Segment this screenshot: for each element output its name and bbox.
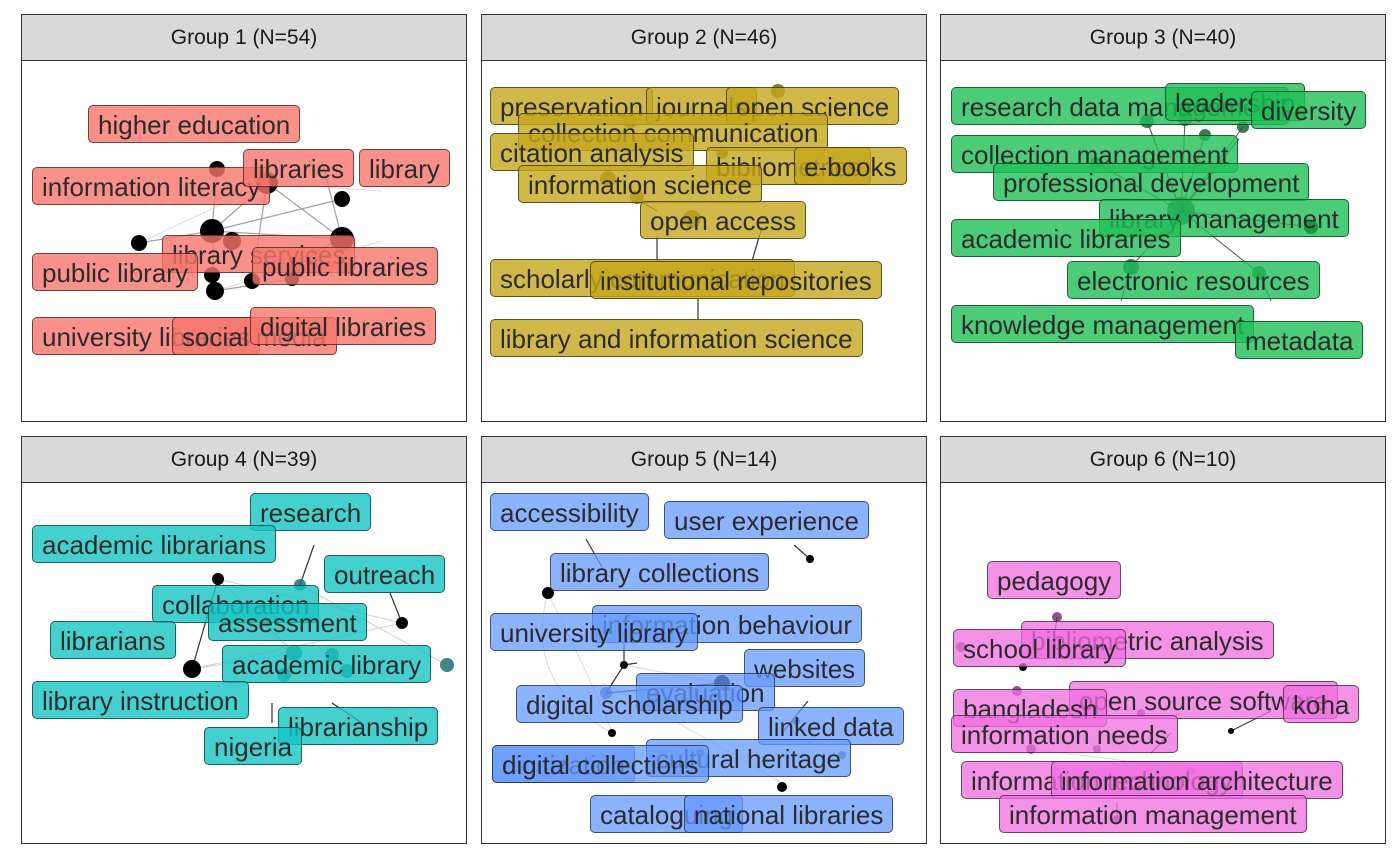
network-plot: research data management leadership dive… <box>941 61 1385 421</box>
panel-title: Group 2 (N=46) <box>482 15 926 61</box>
group-panel-3: Group 3 (N=40) <box>940 14 1386 422</box>
node-label: information management <box>999 795 1307 833</box>
node-label: pedagogy <box>987 561 1122 599</box>
network-plot: accessibility user experience library co… <box>482 483 926 843</box>
node-label: library <box>359 149 450 187</box>
node-label: diversity <box>1251 91 1367 129</box>
node-label: library and information science <box>490 319 863 357</box>
node-label: information literacy <box>32 167 271 205</box>
network-plot: research academic librarians outreach co… <box>22 483 466 843</box>
panel-title: Group 4 (N=39) <box>22 437 466 483</box>
node-label: information needs <box>951 715 1178 753</box>
panel-title: Group 6 (N=10) <box>941 437 1385 483</box>
node-label: information architecture <box>1051 761 1343 799</box>
group-panel-5: Group 5 (N=14) <box>481 436 927 844</box>
network-plot: pedagogy bibliometric analysis school li… <box>941 483 1385 843</box>
node-label: information science <box>518 165 762 203</box>
group-panel-1: Group 1 (N=54) <box>21 14 467 422</box>
node-label: e-books <box>794 147 907 185</box>
node-label: digital scholarship <box>516 685 743 723</box>
node-label: public library <box>32 253 198 291</box>
panel-title: Group 1 (N=54) <box>22 15 466 61</box>
node-label: digital collections <box>492 745 709 783</box>
node-label: assessment <box>208 603 367 641</box>
node-label: research <box>250 493 372 531</box>
node-label: metadata <box>1235 321 1364 359</box>
panel-title: Group 3 (N=40) <box>941 15 1385 61</box>
node-label: citation analysis <box>490 133 694 171</box>
node-label: librarians <box>50 621 176 659</box>
node-label: user experience <box>664 501 869 539</box>
node-label: library collections <box>550 553 770 591</box>
network-plot: preservation journals open science colle… <box>482 61 926 421</box>
node-label: school library <box>953 629 1127 667</box>
network-plot: higher education information literacy li… <box>22 61 466 421</box>
node-label: libraries <box>243 149 355 187</box>
group-panel-2: Group 2 (N=46) preservation journals ope… <box>481 14 927 422</box>
node-label: professional development <box>993 163 1310 201</box>
node-label: digital libraries <box>250 307 437 345</box>
node-label: university library <box>490 613 698 651</box>
node-label: outreach <box>324 555 446 593</box>
node-label: public libraries <box>252 247 439 285</box>
node-label: academic librarians <box>32 525 276 563</box>
node-label: koha <box>1283 685 1360 723</box>
node-label: accessibility <box>490 493 649 531</box>
node-label: librarianship <box>278 707 439 745</box>
node-label: academic library <box>222 645 432 683</box>
panel-title: Group 5 (N=14) <box>482 437 926 483</box>
node-label: nigeria <box>204 727 303 765</box>
node-label: higher education <box>88 105 301 143</box>
node-label: knowledge management <box>951 305 1255 343</box>
node-label: electronic resources <box>1067 261 1320 299</box>
node-label: academic libraries <box>951 219 1181 257</box>
node-label: library instruction <box>32 681 249 719</box>
node-label: institutional repositories <box>590 261 882 299</box>
node-label: linked data <box>758 707 904 745</box>
group-panel-4: Group 4 (N=39) <box>21 436 467 844</box>
node-label: national libraries <box>684 795 894 833</box>
node-label: open access <box>640 201 806 239</box>
group-panel-6: Group 6 (N=10) <box>940 436 1386 844</box>
